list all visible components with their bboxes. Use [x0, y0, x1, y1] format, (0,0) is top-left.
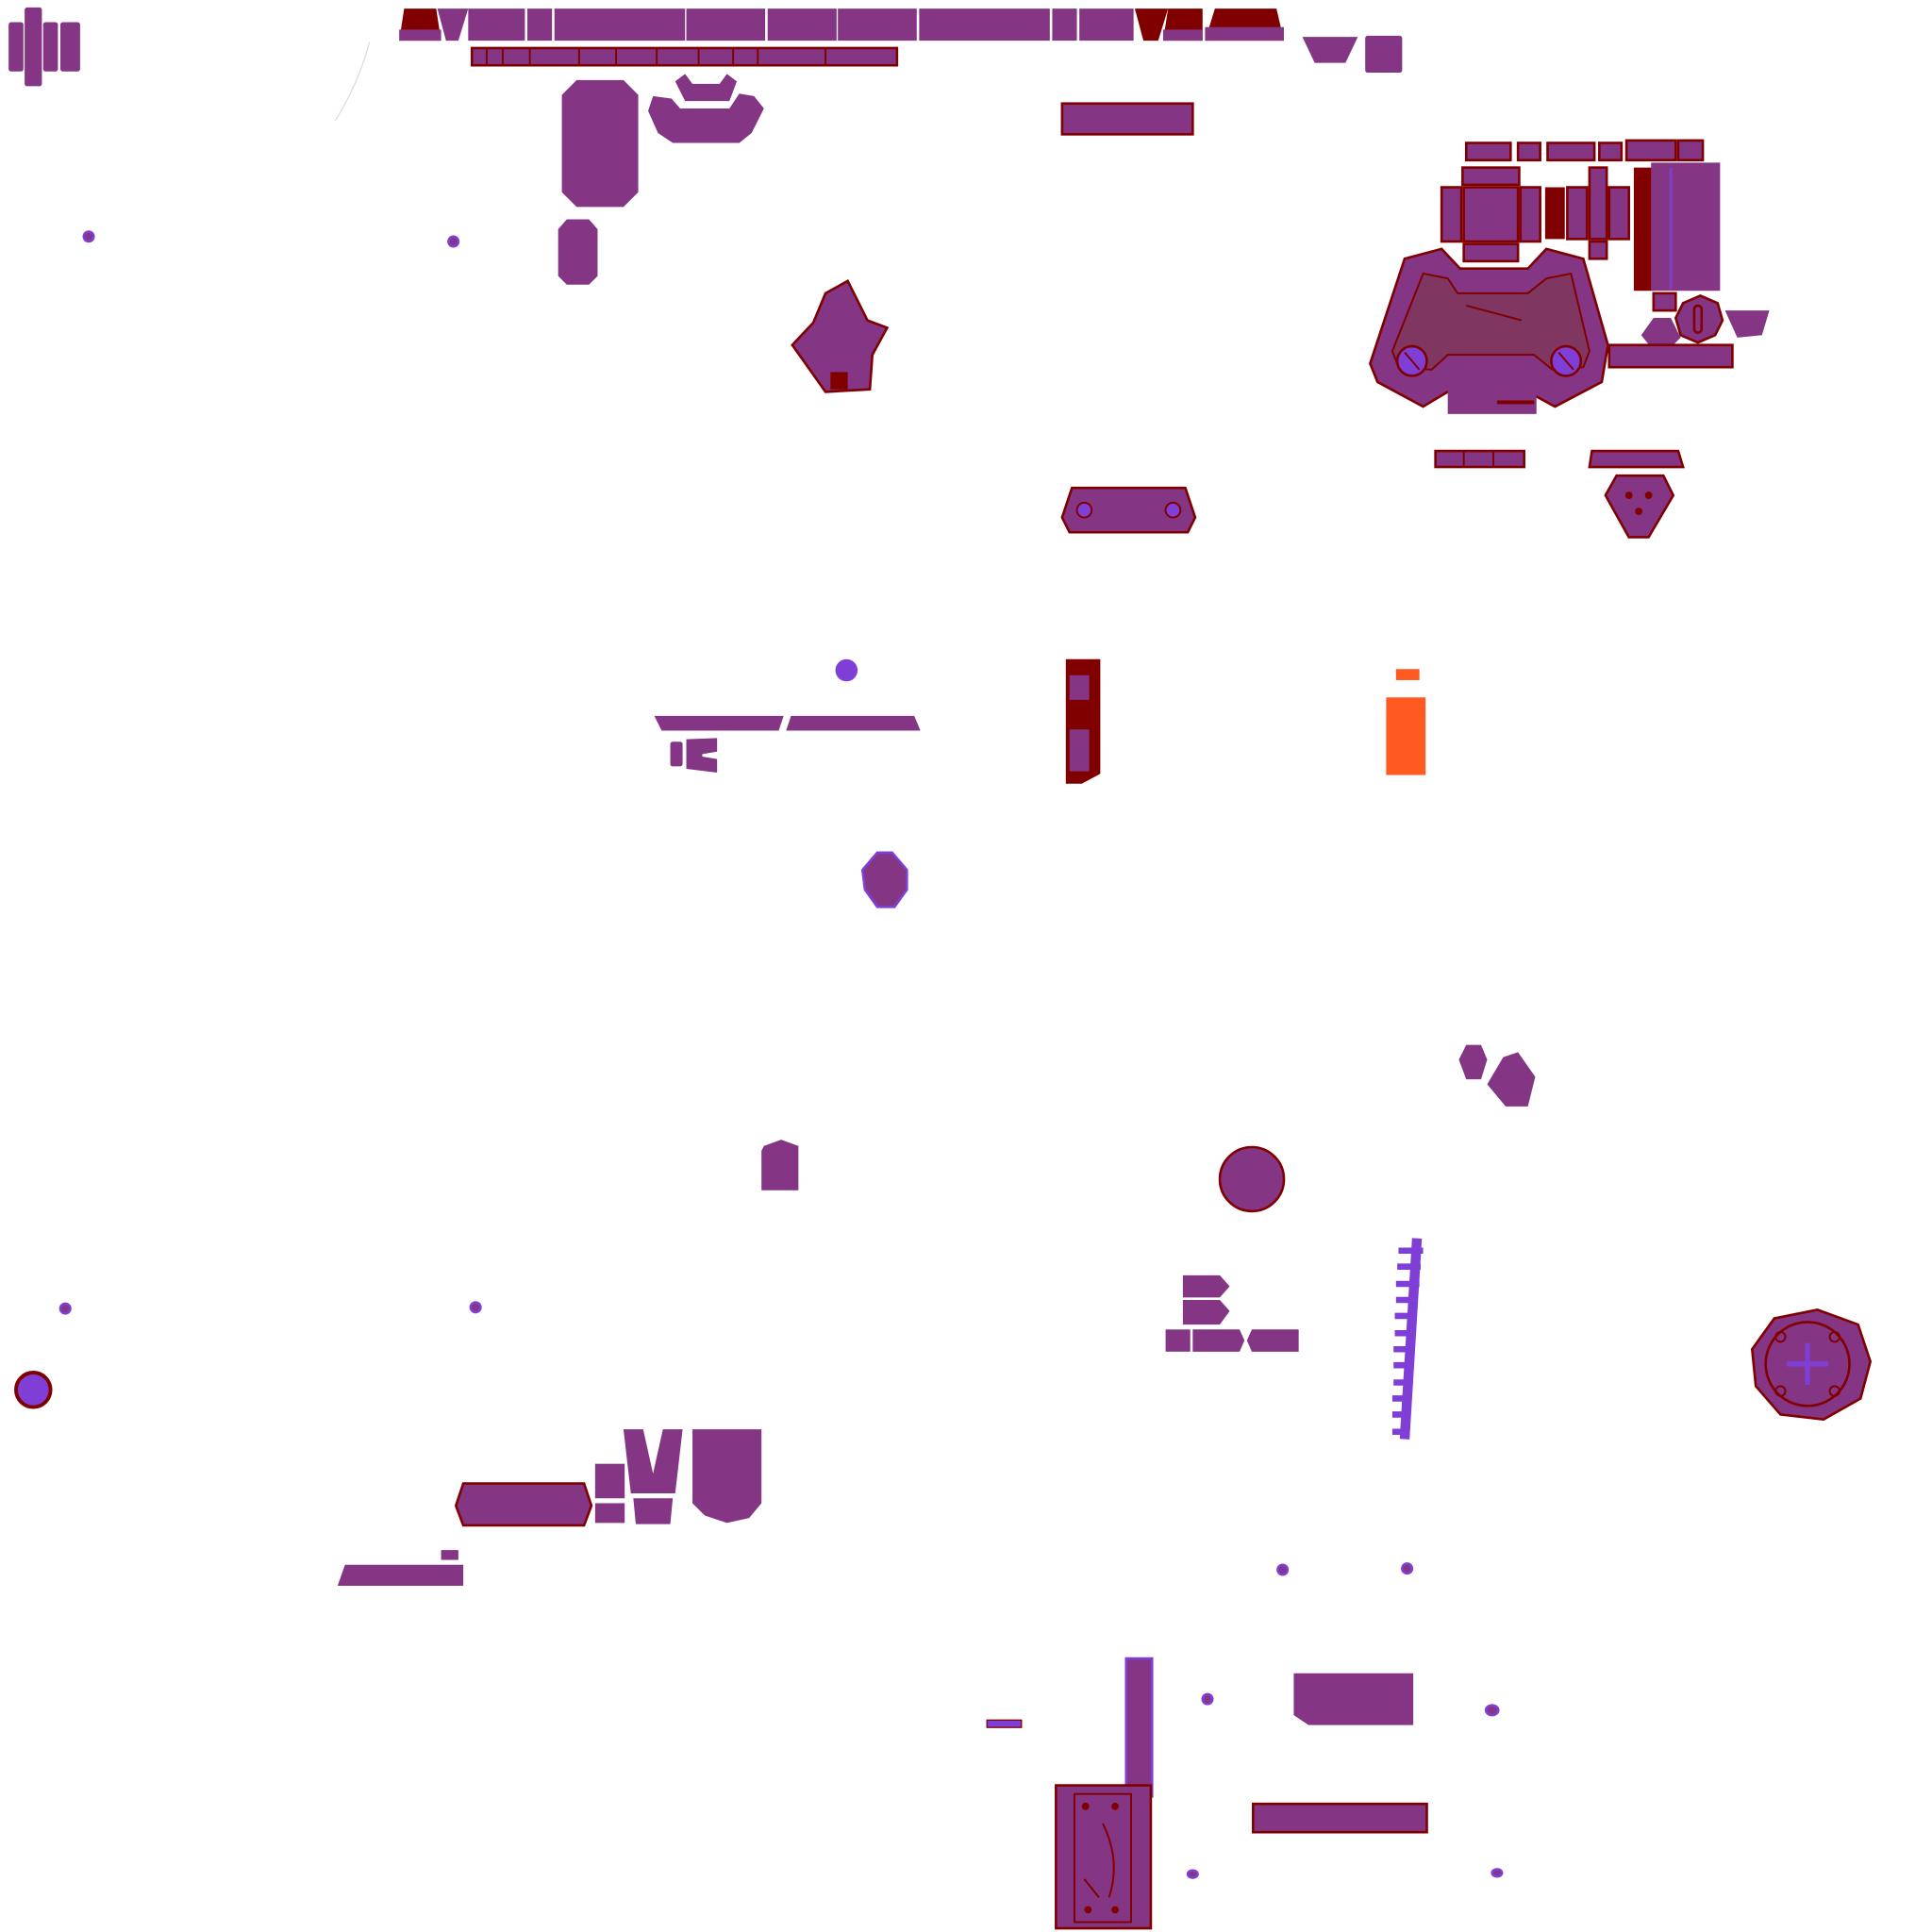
- uv-dot: [469, 1301, 482, 1314]
- uv-dot-large: [14, 1371, 53, 1409]
- accent-island: [1395, 669, 1420, 680]
- uv-island: [648, 93, 764, 143]
- uv-dot: [835, 658, 858, 682]
- uv-island: [786, 715, 921, 731]
- uv-dot: [1491, 1868, 1504, 1878]
- uv-island: [1192, 1329, 1245, 1352]
- uv-island: [686, 738, 718, 773]
- uv-island-top-strip: [399, 8, 1284, 67]
- uv-island: [594, 1503, 625, 1524]
- uv-island: [860, 851, 908, 908]
- uv-dot: [58, 1302, 72, 1315]
- uv-island-detail: [830, 372, 848, 390]
- uv-island: [1487, 1052, 1536, 1107]
- uv-dot: [1276, 1563, 1290, 1576]
- uv-island: [1060, 102, 1194, 136]
- uv-dot: [1201, 1692, 1214, 1706]
- uv-dot: [447, 235, 460, 248]
- uv-dot: [1401, 1562, 1414, 1575]
- uv-island: [761, 1140, 799, 1191]
- screw-mark: [1075, 501, 1093, 519]
- uv-dot: [1484, 1704, 1500, 1717]
- uv-island: [594, 1463, 625, 1499]
- uv-island-plate: [1060, 486, 1197, 534]
- uv-island: [441, 1550, 458, 1560]
- uv-island: [337, 1564, 464, 1586]
- uv-island-ladder: [1391, 1238, 1424, 1440]
- uv-island: [558, 219, 598, 285]
- uv-dot: [1186, 1869, 1199, 1879]
- uv-island: [1069, 729, 1090, 772]
- uv-island: [654, 715, 784, 731]
- uv-island-disc: [1218, 1145, 1286, 1213]
- uv-island: [1165, 1329, 1191, 1352]
- uv-island-panel: [1055, 1784, 1153, 1930]
- accent-island: [1386, 697, 1426, 775]
- uv-island-top-left: [8, 7, 80, 87]
- uv-dot: [82, 230, 95, 243]
- uv-island: [1365, 35, 1403, 74]
- uv-island: [692, 1429, 762, 1524]
- uv-island: [1246, 1329, 1299, 1352]
- uv-island: [1182, 1274, 1230, 1298]
- uv-island: [1458, 1044, 1488, 1080]
- uv-island: [986, 1719, 1023, 1728]
- uv-island: [1069, 675, 1090, 700]
- screw-mark: [1164, 501, 1182, 519]
- uv-island-hand: [791, 278, 890, 393]
- uv-island-top-right-cluster: [1369, 139, 1770, 539]
- uv-island: [633, 1498, 674, 1524]
- uv-island: [1124, 1657, 1154, 1798]
- uv-island: [1293, 1673, 1414, 1725]
- uv-island: [454, 1482, 593, 1527]
- uv-island: [1182, 1299, 1230, 1325]
- uv-island: [675, 74, 738, 102]
- uv-island: [670, 741, 683, 767]
- faint-curve: [334, 42, 371, 122]
- uv-island: [623, 1429, 683, 1494]
- uv-island: [561, 79, 639, 208]
- uv-island-round-cap: [1750, 1308, 1873, 1421]
- uv-island: [1302, 37, 1358, 63]
- uv-island: [1252, 1802, 1428, 1834]
